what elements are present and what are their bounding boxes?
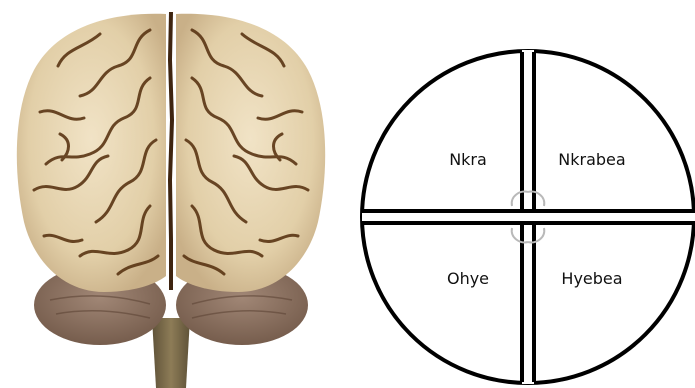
quadrant-label-top-right: Nkrabea <box>558 150 625 169</box>
quadrant-label-bottom-left: Ohye <box>447 269 489 288</box>
brainstem <box>152 318 190 388</box>
quadrant-label-bottom-right: Hyebea <box>561 269 622 288</box>
quadrant-label-top-left: Nkra <box>449 150 487 169</box>
longitudinal-fissure <box>170 12 172 290</box>
quadrant-diagram: Nkra Nkrabea Ohye Hyebea <box>362 50 695 384</box>
brain-icon <box>17 12 325 388</box>
